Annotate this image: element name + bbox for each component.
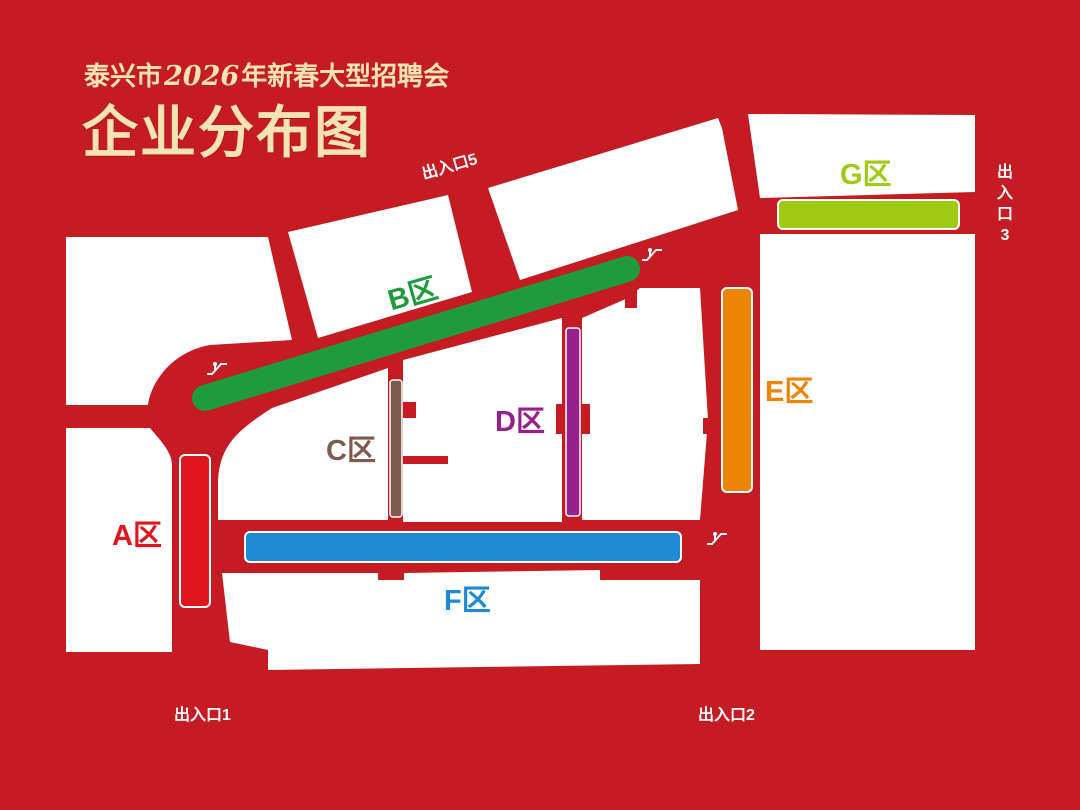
escalator-icon <box>642 248 662 261</box>
zone-c-label[interactable]: C区 <box>326 435 376 467</box>
escalator-icon <box>707 532 727 545</box>
escalator-icon <box>207 362 227 375</box>
block-c-d <box>403 318 562 522</box>
zone-a-label[interactable]: A区 <box>112 520 162 552</box>
doorway-e <box>703 418 715 434</box>
block-d-right <box>582 288 708 520</box>
doorway-c-1 <box>402 402 416 418</box>
block-exit5-left <box>288 195 472 338</box>
zone-c-bar[interactable] <box>389 379 403 518</box>
doorway-c-2 <box>402 456 448 464</box>
zone-bars <box>179 199 960 608</box>
zone-e-bar[interactable] <box>721 287 753 493</box>
zone-b-bar[interactable] <box>192 256 640 411</box>
zone-a-bar[interactable] <box>179 454 211 608</box>
block-top-right <box>748 114 975 198</box>
title-suffix: 年新春大型招聘会 <box>241 62 450 92</box>
block-exit5-right <box>488 118 738 280</box>
exit-1-label: 出入口1 <box>174 707 231 724</box>
zone-d-label[interactable]: D区 <box>495 406 545 438</box>
block-f <box>222 570 700 670</box>
exit-3-label: 出入口3 <box>996 164 1013 244</box>
title-prefix: 泰兴市 <box>84 62 163 92</box>
exit-2-label: 出入口2 <box>698 707 755 724</box>
block-left <box>66 428 172 652</box>
block-e <box>760 234 975 650</box>
zone-d-bar[interactable] <box>565 327 581 517</box>
zone-g-bar[interactable] <box>777 199 960 230</box>
block-top-left <box>66 237 292 405</box>
zone-g-label[interactable]: G区 <box>840 159 892 191</box>
doorway-d-right <box>625 290 637 308</box>
map-subtitle: 泰兴市2026年新春大型招聘会 <box>84 56 449 93</box>
title-year: 2026 <box>164 61 240 92</box>
zone-e-label[interactable]: E区 <box>765 376 814 408</box>
building-blocks <box>66 114 975 670</box>
map-title: 企业分布图 <box>82 101 372 166</box>
zone-f-bar[interactable] <box>244 531 682 563</box>
zone-f-label[interactable]: F区 <box>444 585 491 617</box>
block-c <box>218 368 388 520</box>
